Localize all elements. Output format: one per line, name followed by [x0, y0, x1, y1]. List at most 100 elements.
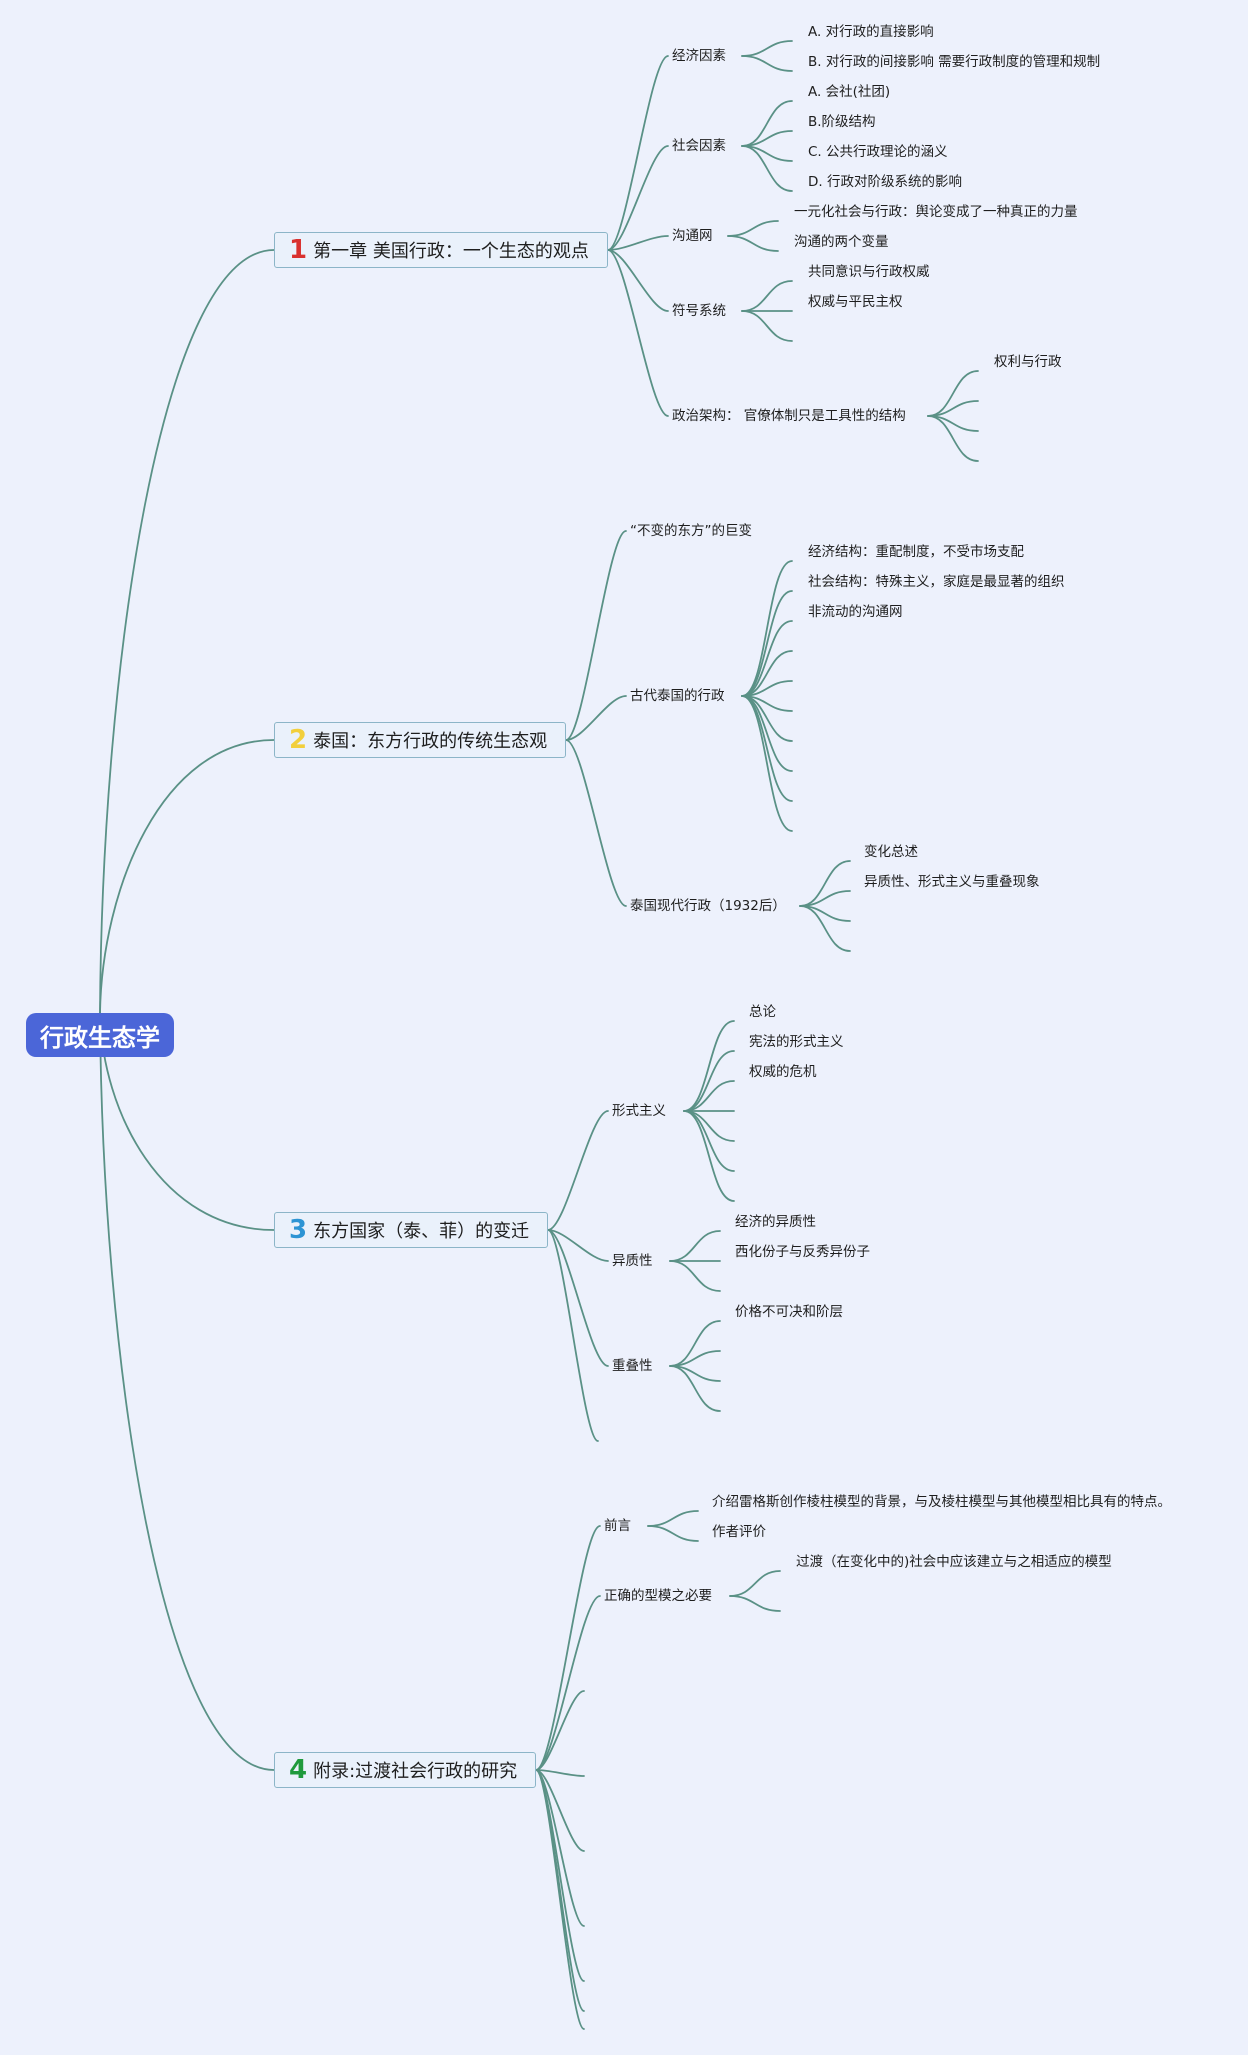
branch-to-topic-connector — [535, 1690, 585, 1771]
item-label[interactable]: 西化份子与反秀异份子 — [735, 1244, 870, 1260]
branch-title: 附录:过渡社会行政的研究 — [313, 1761, 518, 1782]
topic-to-item-connector — [927, 415, 979, 462]
item-label[interactable]: 总论 — [749, 1004, 776, 1020]
branch-to-topic-connector — [547, 1229, 599, 1442]
branch-node-chapter-1[interactable]: 1 第一章 美国行政：一个生态的观点 — [274, 232, 608, 268]
root-to-branch-connector — [99, 1012, 275, 1771]
topic-to-item-connector — [799, 905, 851, 952]
topic-label[interactable]: 异质性 — [612, 1253, 653, 1269]
item-label[interactable]: 权利与行政 — [994, 354, 1062, 370]
item-label[interactable]: 变化总述 — [864, 844, 918, 860]
branch-to-topic-connector — [607, 55, 669, 251]
root-label: 行政生态学 — [40, 1023, 160, 1052]
topic-label[interactable]: 形式主义 — [612, 1103, 666, 1119]
topic-to-item-connector — [683, 1110, 735, 1142]
topic-to-item-connector — [669, 1260, 721, 1292]
branch-node-chapter-2[interactable]: 2 泰国：东方行政的传统生态观 — [274, 722, 566, 758]
topic-to-item-connector — [729, 1595, 781, 1612]
branch-to-topic-connector — [535, 1769, 585, 2012]
branch-node-chapter-3[interactable]: 3 东方国家（泰、菲）的变迁 — [274, 1212, 548, 1248]
item-label[interactable]: 异质性、形式主义与重叠现象 — [864, 874, 1040, 890]
topic-to-item-connector — [729, 1570, 781, 1597]
topic-to-item-connector — [741, 145, 793, 192]
root-to-branch-connector — [99, 739, 275, 1014]
topic-label[interactable]: 政治架构： 官僚体制只是工具性的结构 — [672, 408, 906, 424]
topic-to-item-connector — [683, 1110, 735, 1202]
branch-title: 东方国家（泰、菲）的变迁 — [313, 1221, 530, 1242]
root-node[interactable]: 行政生态学 — [26, 1013, 174, 1057]
item-label[interactable]: 经济结构：重配制度，不受市场支配 — [808, 544, 1024, 560]
branch-to-topic-connector — [535, 1769, 585, 1777]
branch-number: 1 — [289, 235, 308, 265]
item-label[interactable]: 沟通的两个变量 — [794, 234, 889, 250]
item-label[interactable]: 宪法的形式主义 — [749, 1034, 844, 1050]
branch-to-topic-connector — [535, 1769, 585, 1852]
item-label[interactable]: 权威与平民主权 — [808, 294, 903, 310]
topic-label[interactable]: “不变的东方”的巨变 — [630, 523, 752, 539]
item-label[interactable]: 共同意识与行政权威 — [808, 264, 930, 280]
topic-to-item-connector — [683, 1050, 735, 1112]
branch-to-topic-connector — [547, 1229, 609, 1262]
item-label[interactable]: A. 会社(社团) — [808, 84, 891, 100]
item-label[interactable]: D. 行政对阶级系统的影响 — [808, 174, 962, 190]
branch-node-appendix[interactable]: 4 附录:过渡社会行政的研究 — [274, 1752, 536, 1788]
topic-label[interactable]: 沟通网 — [672, 228, 713, 244]
topic-to-item-connector — [741, 310, 793, 342]
item-label[interactable]: 非流动的沟通网 — [808, 604, 903, 620]
topic-label[interactable]: 正确的型模之必要 — [604, 1588, 712, 1604]
branch-title: 第一章 美国行政：一个生态的观点 — [313, 241, 589, 262]
item-label[interactable]: A. 对行政的直接影响 — [808, 24, 934, 40]
topic-to-item-connector — [727, 220, 779, 237]
topic-to-item-connector — [683, 1110, 735, 1172]
topic-to-item-connector — [741, 590, 793, 697]
item-label[interactable]: 介绍雷格斯创作棱柱模型的背景，与及棱柱模型与其他模型相比具有的特点。 — [712, 1494, 1171, 1510]
topic-to-item-connector — [727, 235, 779, 252]
item-label[interactable]: B.阶级结构 — [808, 114, 876, 130]
branch-to-topic-connector — [607, 249, 669, 417]
item-label[interactable]: 作者评价 — [712, 1524, 766, 1540]
branch-number: 4 — [289, 1755, 308, 1785]
topic-to-item-connector — [669, 1230, 721, 1262]
topic-to-item-connector — [741, 695, 793, 832]
branch-number: 2 — [289, 725, 308, 755]
branch-to-topic-connector — [535, 1595, 601, 1771]
item-label[interactable]: B. 对行政的间接影响 需要行政制度的管理和规制 — [808, 54, 1101, 70]
branch-to-topic-connector — [607, 145, 669, 251]
topic-label[interactable]: 前言 — [604, 1518, 631, 1534]
item-label[interactable]: 权威的危机 — [749, 1064, 817, 1080]
topic-label[interactable]: 社会因素 — [672, 138, 726, 154]
topic-to-item-connector — [741, 55, 793, 72]
branch-to-topic-connector — [535, 1769, 585, 1982]
branch-to-topic-connector — [547, 1110, 609, 1231]
topic-to-item-connector — [669, 1365, 721, 1412]
item-label[interactable]: 价格不可决和阶层 — [735, 1304, 843, 1320]
item-label[interactable]: 经济的异质性 — [735, 1214, 816, 1230]
branch-to-topic-connector — [535, 1769, 585, 2030]
branch-to-topic-connector — [547, 1229, 609, 1367]
topic-to-item-connector — [683, 1080, 735, 1112]
topic-label[interactable]: 重叠性 — [612, 1358, 653, 1374]
topic-label[interactable]: 古代泰国的行政 — [630, 688, 725, 704]
topic-to-item-connector — [741, 620, 793, 697]
topic-to-item-connector — [741, 40, 793, 57]
item-label[interactable]: C. 公共行政理论的涵义 — [808, 144, 948, 160]
topic-to-item-connector — [683, 1020, 735, 1112]
item-label[interactable]: 过渡（在变化中的)社会中应该建立与之相适应的模型 — [796, 1554, 1112, 1570]
topic-to-item-connector — [741, 280, 793, 312]
topic-to-item-connector — [647, 1510, 699, 1527]
topic-to-item-connector — [741, 560, 793, 697]
branch-to-topic-connector — [565, 695, 627, 741]
branch-to-topic-connector — [535, 1525, 601, 1771]
topic-label[interactable]: 符号系统 — [672, 303, 726, 319]
item-label[interactable]: 社会结构：特殊主义，家庭是最显著的组织 — [808, 574, 1065, 590]
item-label[interactable]: 一元化社会与行政：舆论变成了一种真正的力量 — [794, 204, 1078, 220]
branch-to-topic-connector — [565, 530, 627, 741]
topic-to-item-connector — [647, 1525, 699, 1542]
topic-label[interactable]: 泰国现代行政（1932后） — [630, 898, 786, 914]
root-to-branch-connector — [99, 249, 275, 1014]
topic-label[interactable]: 经济因素 — [672, 48, 726, 64]
branch-to-topic-connector — [607, 235, 669, 251]
branch-number: 3 — [289, 1215, 308, 1245]
branch-to-topic-connector — [607, 249, 669, 312]
